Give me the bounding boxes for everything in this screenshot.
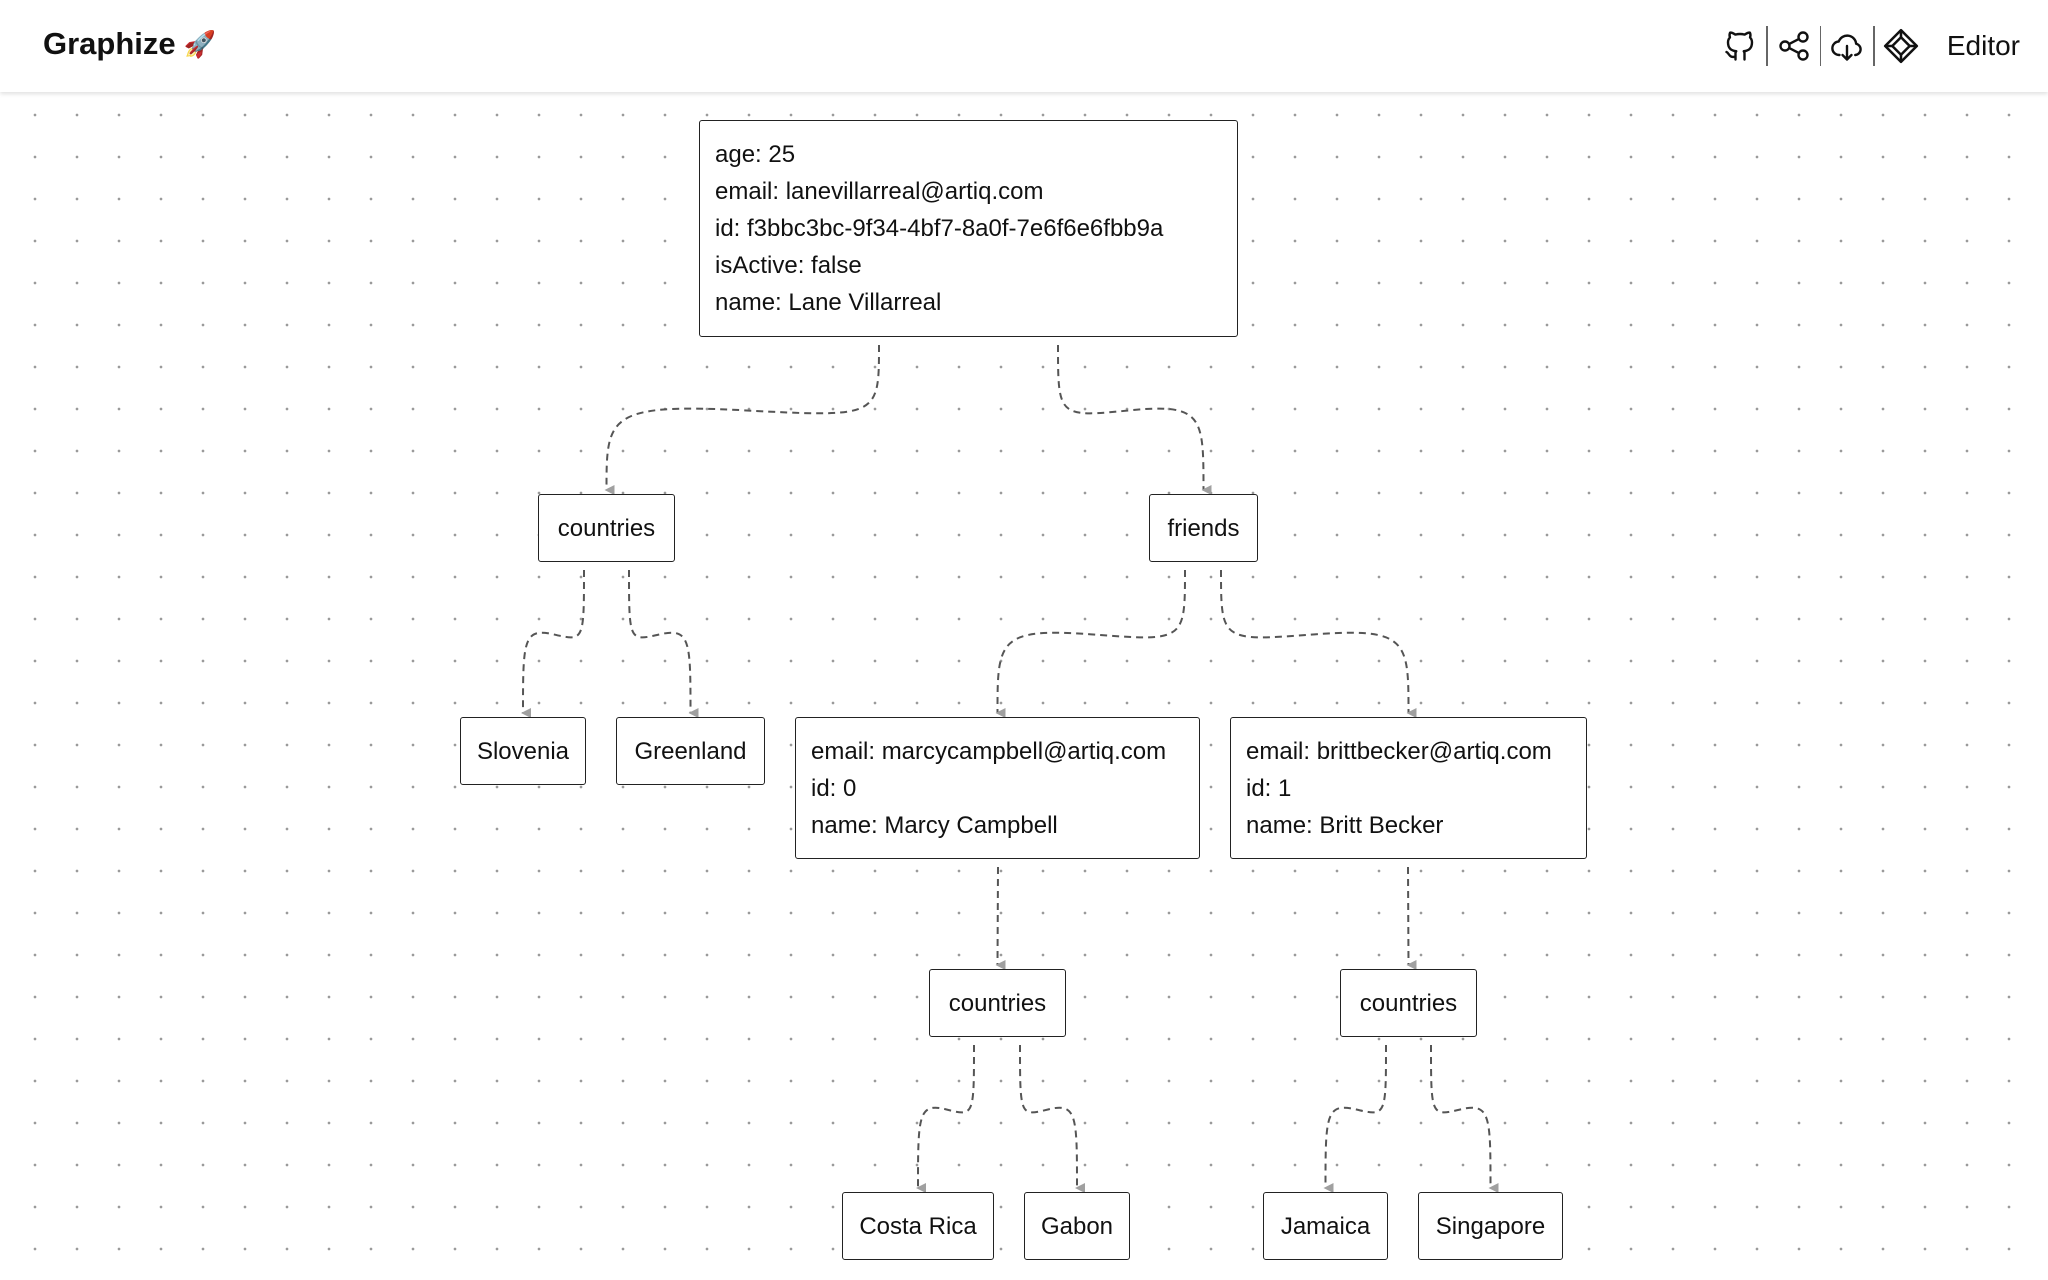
node-field: email: brittbecker@artiq.com xyxy=(1246,737,1552,765)
edge-countries2-gabon xyxy=(1019,1044,1086,1193)
edge-friends-britt xyxy=(1220,569,1417,718)
graph-node-singapore[interactable]: Singapore xyxy=(1418,1192,1563,1260)
edge-countries2-costarica xyxy=(916,1044,975,1194)
edge-root-friends xyxy=(1057,344,1212,495)
node-field: Costa Rica xyxy=(859,1212,977,1240)
node-field: id: 0 xyxy=(811,774,857,802)
edge-countries3-jamaica xyxy=(1323,1044,1387,1194)
app-header: Graphize 🚀 Editor xyxy=(0,0,2048,92)
toolbar: Editor xyxy=(1714,22,2020,70)
node-field: Jamaica xyxy=(1280,1212,1371,1240)
editor-button[interactable]: Editor xyxy=(1946,30,2020,61)
divider xyxy=(1766,26,1768,66)
node-field: countries xyxy=(557,514,656,542)
node-field: age: 25 xyxy=(715,141,796,168)
graph-node-britt[interactable]: email: brittbecker@artiq.com id: 1 name: B… xyxy=(1230,717,1587,859)
github-icon[interactable] xyxy=(1714,22,1766,70)
edge-root-countries1 xyxy=(604,344,880,496)
graph-node-jamaica[interactable]: Jamaica xyxy=(1263,1192,1388,1260)
graph-node-countries1[interactable]: countries xyxy=(538,494,675,562)
divider xyxy=(1819,26,1822,66)
node-field: countries xyxy=(948,989,1047,1017)
rocket-icon: 🚀 xyxy=(183,28,217,59)
graph-node-gabon[interactable]: Gabon xyxy=(1024,1192,1130,1260)
node-field: name: Britt Becker xyxy=(1246,811,1444,839)
divider xyxy=(1873,26,1875,66)
edge-britt-countries3 xyxy=(1406,866,1417,970)
cloud-download-icon[interactable] xyxy=(1821,22,1873,70)
node-field: name: Marcy Campbell xyxy=(811,811,1058,839)
node-field: Slovenia xyxy=(476,737,570,765)
graph-node-greenland[interactable]: Greenland xyxy=(616,717,765,785)
sketch-diamond-icon[interactable] xyxy=(1875,22,1927,70)
node-field: countries xyxy=(1359,989,1458,1017)
node-field: email: lanevillarreal@artiq.com xyxy=(715,178,1044,205)
app-title: Graphize 🚀 xyxy=(43,26,216,62)
node-field: id: 1 xyxy=(1246,774,1292,802)
node-field: Greenland xyxy=(634,737,747,765)
graph-node-root[interactable]: age: 25 email: lanevillarreal@artiq.com id… xyxy=(699,120,1238,337)
graph-node-slovenia[interactable]: Slovenia xyxy=(460,717,586,785)
edge-marcy-countries2 xyxy=(995,866,1006,971)
edge-countries1-greenland xyxy=(628,569,699,718)
node-field: Gabon xyxy=(1040,1212,1114,1240)
node-field: email: marcycampbell@artiq.com xyxy=(811,737,1167,765)
node-field: id: f3bbc3bc-9f34-4bf7-8a0f-7e6f6e6fbb9a xyxy=(715,215,1164,242)
graph-node-friends[interactable]: friends xyxy=(1149,494,1258,562)
share-icon[interactable] xyxy=(1768,22,1820,70)
edge-friends-marcy xyxy=(995,569,1186,719)
edge-countries1-slovenia xyxy=(521,569,585,719)
graph-node-countries2[interactable]: countries xyxy=(929,969,1066,1037)
graph-node-costarica[interactable]: Costa Rica xyxy=(842,1192,994,1260)
node-field: isActive: false xyxy=(715,252,862,279)
node-field: Singapore xyxy=(1435,1212,1546,1240)
graph-node-countries3[interactable]: countries xyxy=(1340,969,1477,1037)
app-title-text: Graphize xyxy=(43,26,176,61)
graph-node-marcy[interactable]: email: marcycampbell@artiq.com id: 0 name:… xyxy=(795,717,1200,859)
node-field: friends xyxy=(1167,514,1240,542)
edge-countries3-singapore xyxy=(1430,1044,1499,1193)
node-field: name: Lane Villarreal xyxy=(715,289,942,316)
